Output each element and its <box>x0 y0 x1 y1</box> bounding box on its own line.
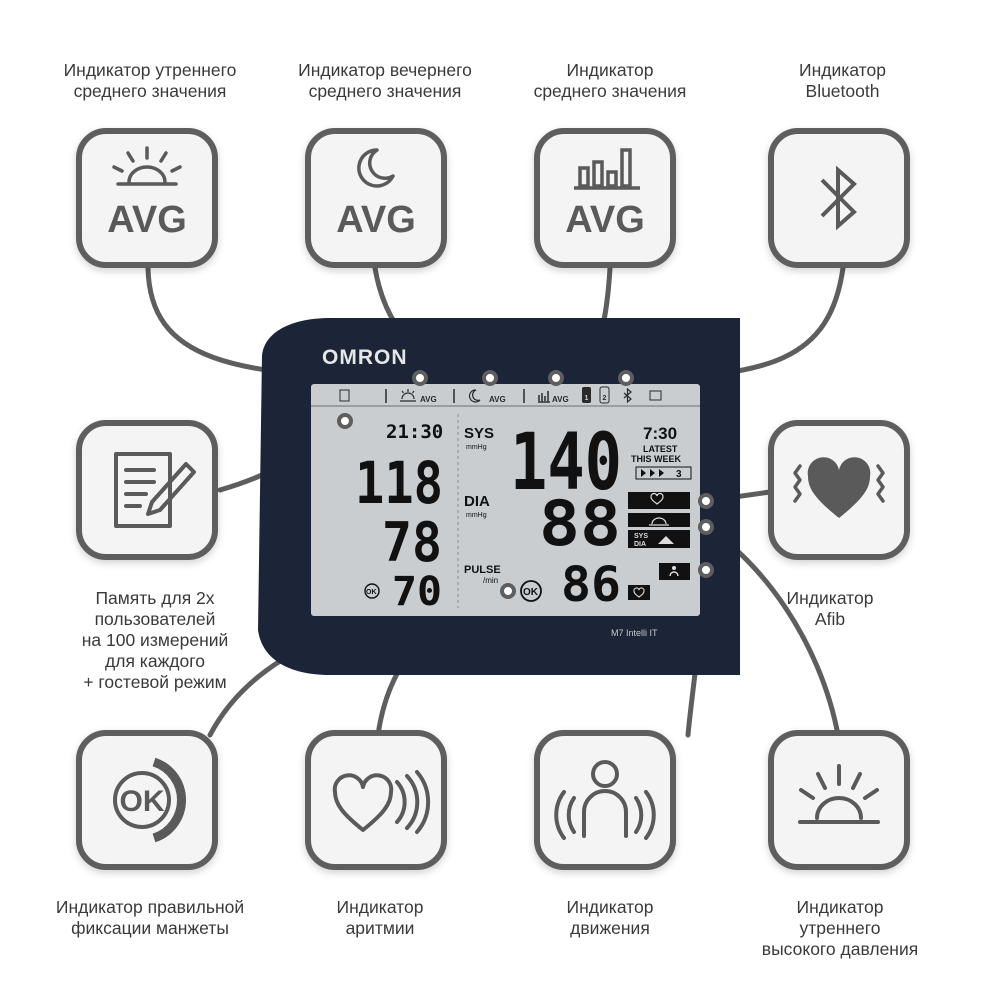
avg-bars-icon: AVG <box>565 148 645 241</box>
label-movement: Индикатор движения <box>566 897 654 938</box>
tile-afib <box>768 420 910 560</box>
tile-movement <box>534 730 676 870</box>
svg-text:AVG: AVG <box>420 395 437 404</box>
pulse-label: PULSE <box>464 564 501 576</box>
pulse-value: 86 <box>561 557 621 613</box>
this-week-label: THIS WEEK <box>631 454 682 464</box>
dia-label: DIA <box>464 493 490 510</box>
tile-morning-high <box>768 730 910 870</box>
svg-text:2: 2 <box>603 395 607 402</box>
status-bar: AVG AVG AVG 1 2 <box>339 386 662 404</box>
sys-dia-lcd-indicator <box>628 530 690 548</box>
dia-value: 88 <box>539 487 621 560</box>
label-morning-avg: Индикатор утреннего среднего значения <box>63 60 237 101</box>
tile-cuff-ok: OK <box>76 730 218 870</box>
bluetooth-status-icon <box>623 387 632 404</box>
prev-pulse-value: 70 <box>392 569 442 615</box>
user-1-icon <box>582 387 591 403</box>
label-cuff-ok: Индикатор правильной фиксации манжеты <box>55 897 245 938</box>
label-avg: Индикатор среднего значения <box>533 60 687 101</box>
transfer-status-icon <box>649 390 662 401</box>
tile-morning-avg: AVG <box>76 128 218 268</box>
memory-notepad-icon <box>114 452 196 528</box>
avg-status-icon <box>538 391 550 403</box>
label-morning-high: Индикатор утреннего высокого давления <box>761 897 919 959</box>
evening-avg-status-icon <box>468 389 481 403</box>
label-arrhythmia: Индикатор аритмии <box>336 897 424 938</box>
svg-text:AVG: AVG <box>336 199 416 241</box>
tile-arrhythmia <box>305 730 447 870</box>
tile-bluetooth <box>768 128 910 268</box>
ok-icon <box>520 580 542 602</box>
morning-avg-status-icon <box>400 389 416 402</box>
svg-text:AVG: AVG <box>107 199 187 241</box>
svg-text:SYS: SYS <box>634 533 648 540</box>
prev-sys-value: 118 <box>355 449 443 517</box>
sys-value: 140 <box>510 418 622 508</box>
afib-lcd-indicator <box>628 492 690 509</box>
svg-text:DIA: DIA <box>634 541 646 548</box>
week-progress <box>635 466 692 480</box>
dia-unit: mmHg <box>466 512 487 519</box>
week-count: 3 <box>676 469 682 480</box>
brand-logo: OMRON <box>322 346 408 369</box>
arrhythmia-icon <box>332 770 431 834</box>
pulse-unit: /min <box>483 576 498 585</box>
svg-text:AVG: AVG <box>489 395 506 404</box>
movement-person-icon <box>554 760 656 840</box>
afib-heart-icon <box>793 457 885 518</box>
ok-small-icon <box>364 583 380 599</box>
svg-text:OK: OK <box>366 589 377 596</box>
label-afib: Индикатор Afib <box>786 588 874 629</box>
time-left: 21:30 <box>386 421 443 443</box>
svg-text:AVG: AVG <box>552 395 569 404</box>
tile-evening-avg: AVG <box>305 128 447 268</box>
label-bluetooth: Индикатор Bluetooth <box>799 60 886 101</box>
cuff-ok-icon: OK <box>113 757 187 843</box>
lcd-screen <box>311 384 700 616</box>
sys-label: SYS <box>464 425 494 442</box>
model-name: M7 Intelli IT <box>611 628 658 638</box>
bluetooth-icon <box>820 165 857 231</box>
connector-dots <box>337 370 714 599</box>
label-memory: Память для 2х пользователей на 100 измер… <box>81 588 229 692</box>
memory-status-icon <box>339 389 350 402</box>
arrhythmia-lcd-indicator <box>628 585 650 600</box>
tile-memory <box>76 420 218 560</box>
svg-text:OK: OK <box>120 785 165 818</box>
svg-text:1: 1 <box>585 395 589 402</box>
label-evening-avg: Индикатор вечернего среднего значения <box>298 60 472 101</box>
prev-dia-value: 78 <box>382 511 442 574</box>
morning-high-sunrise-icon <box>798 764 880 824</box>
morning-avg-icon: AVG <box>107 146 187 241</box>
morning-high-lcd-indicator <box>628 513 690 527</box>
user-2-icon <box>599 386 610 404</box>
evening-avg-icon: AVG <box>336 148 416 241</box>
tile-avg: AVG <box>534 128 676 268</box>
svg-text:OK: OK <box>523 587 539 598</box>
sys-unit: mmHg <box>466 444 487 451</box>
latest-label: LATEST <box>643 444 678 454</box>
time-right: 7:30 <box>643 424 677 443</box>
svg-text:AVG: AVG <box>565 199 645 241</box>
